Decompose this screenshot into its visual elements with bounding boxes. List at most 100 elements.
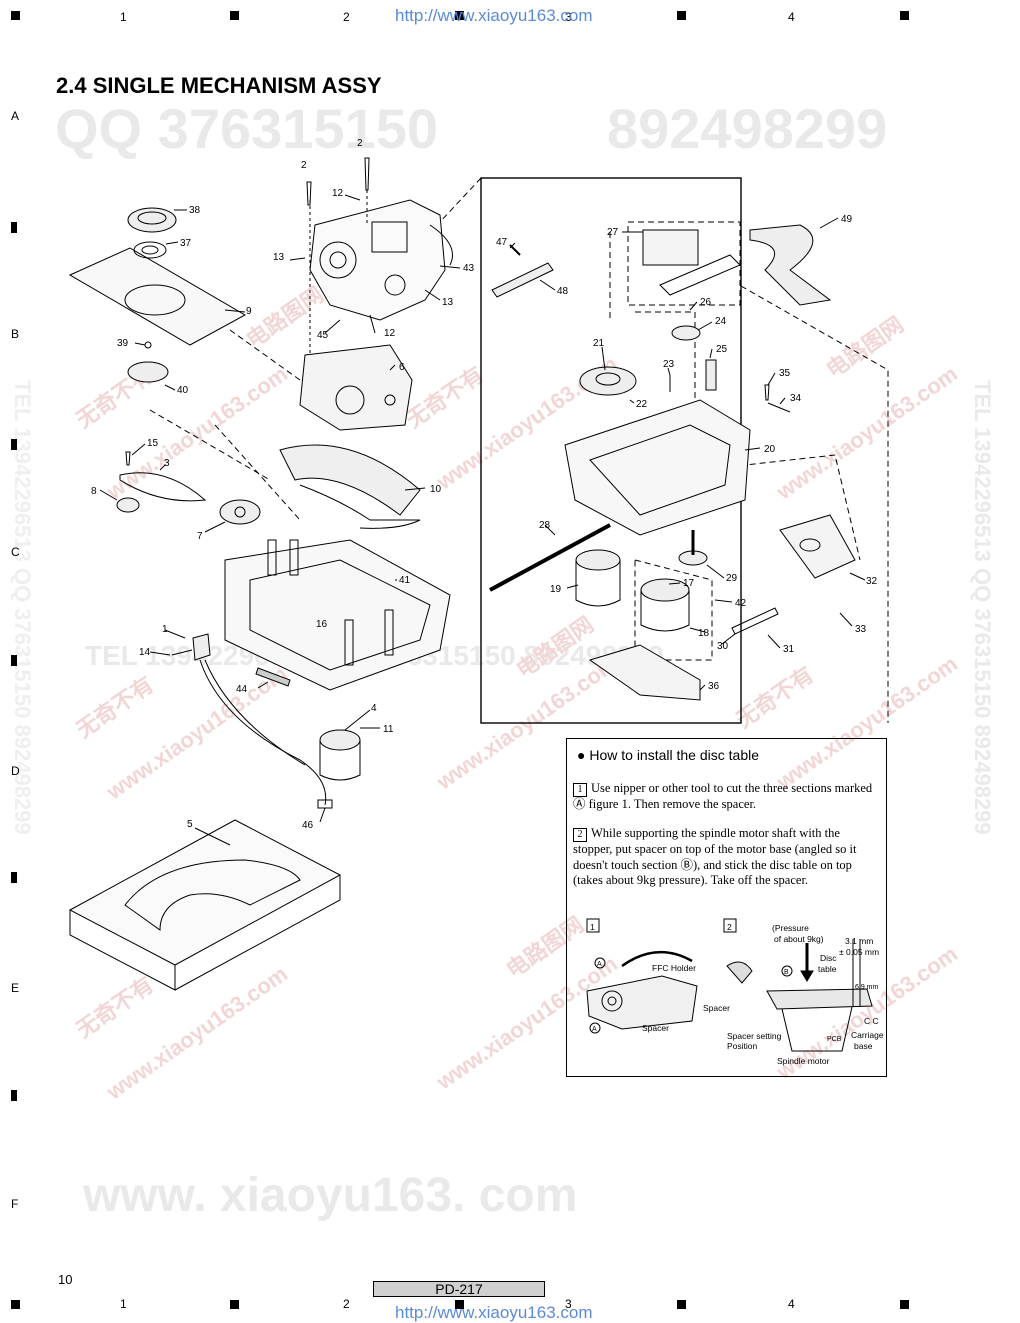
label-spacer-setting: Spacer setting xyxy=(727,1031,782,1041)
flex-cable xyxy=(429,224,453,266)
pickup-27 xyxy=(642,229,699,266)
row-letter: D xyxy=(11,764,20,778)
frame-mark xyxy=(900,11,909,20)
part-number-43: 43 xyxy=(463,263,475,274)
gear xyxy=(329,251,347,269)
label-spacer: Spacer xyxy=(642,1023,669,1033)
ribbon-44 xyxy=(255,667,291,687)
column-number: 1 xyxy=(120,1297,127,1311)
part-number-22: 22 xyxy=(636,399,648,410)
fig-label: 2 xyxy=(727,922,732,932)
frame-mark xyxy=(455,11,464,20)
section-title: 2.4 SINGLE MECHANISM ASSY xyxy=(56,73,382,98)
fig-label: 1 xyxy=(590,922,595,932)
part-number-36: 36 xyxy=(708,681,720,692)
disc-clamp xyxy=(127,207,177,233)
screw-35 xyxy=(764,384,770,401)
motor-18 xyxy=(640,578,690,602)
column-number: 4 xyxy=(788,1297,795,1311)
part-number-19: 19 xyxy=(550,584,562,595)
part-number-26: 26 xyxy=(700,297,712,308)
row-letter: A xyxy=(11,109,20,123)
guide-shaft-28 xyxy=(489,523,611,592)
guide-48 xyxy=(491,262,554,298)
column-number: 3 xyxy=(565,10,572,24)
screw-34 xyxy=(767,402,791,413)
column-number: 3 xyxy=(565,1297,572,1311)
frame-mark xyxy=(11,222,17,233)
part-number-31: 31 xyxy=(783,644,795,655)
page-number: 10 xyxy=(58,1272,73,1287)
part-number-27: 27 xyxy=(607,227,619,238)
part-number-1: 1 xyxy=(162,624,168,635)
tray xyxy=(68,247,247,346)
column-number: 1 xyxy=(120,10,127,24)
bullet-icon: ● xyxy=(577,747,590,763)
gear-24 xyxy=(671,325,701,341)
turntable xyxy=(127,361,169,383)
part-number-20: 20 xyxy=(764,444,776,455)
step-text: While supporting the spindle motor shaft… xyxy=(573,826,857,887)
frame-mark xyxy=(11,655,17,666)
part-number-39: 39 xyxy=(117,338,129,349)
screw xyxy=(125,451,131,466)
shaft-25 xyxy=(705,359,717,391)
part-number-33: 33 xyxy=(855,624,867,635)
part-number-6: 6 xyxy=(399,362,405,373)
label-ffc-holder: FFC Holder xyxy=(652,963,696,973)
frame-mark xyxy=(11,872,17,883)
footer-url[interactable]: http://www.xiaoyu163.com xyxy=(395,1303,593,1322)
column-number: 4 xyxy=(788,10,795,24)
screw xyxy=(306,181,312,206)
traverse-mechanism xyxy=(309,199,446,321)
leader-dashed xyxy=(439,177,482,223)
row-letter: B xyxy=(11,327,20,341)
label-pressure: (Pressure xyxy=(772,923,809,933)
label-disc-table: table xyxy=(818,964,837,974)
leader-dashed xyxy=(740,285,889,723)
part-number-13: 13 xyxy=(273,252,285,263)
label-spindle-motor: Spindle motor xyxy=(777,1056,830,1066)
mark-a: A xyxy=(592,1026,597,1033)
label-carriage: Carriage xyxy=(851,1030,884,1040)
part-number-42: 42 xyxy=(735,598,747,609)
model-number: PD-217 xyxy=(373,1281,545,1297)
part-number-12: 12 xyxy=(384,328,396,339)
part-number-46: 46 xyxy=(302,820,314,831)
step-number: 2 xyxy=(573,828,587,842)
screw xyxy=(364,157,370,191)
part-number-29: 29 xyxy=(726,573,738,584)
part-number-49: 49 xyxy=(841,214,853,225)
frame-mark xyxy=(11,439,17,450)
leader-dashed xyxy=(229,329,301,381)
frame-mark xyxy=(677,1300,686,1309)
column-number: 2 xyxy=(343,10,350,24)
part-number-45: 45 xyxy=(317,330,329,341)
header-url[interactable]: http://www.xiaoyu163.com xyxy=(395,6,593,25)
part-number-37: 37 xyxy=(180,238,192,249)
part-number-13: 13 xyxy=(442,297,454,308)
instructions-title-text: How to install the disc table xyxy=(589,747,759,763)
label-dimension: 6.9 mm xyxy=(855,984,879,991)
part-number-24: 24 xyxy=(715,316,727,327)
leader-dashed xyxy=(634,559,713,661)
frame-mark xyxy=(11,1300,20,1309)
part-number-18: 18 xyxy=(698,628,710,639)
mech-base-20 xyxy=(564,399,751,536)
label-spacer: Spacer xyxy=(703,1003,730,1013)
label-spacer-setting: Position xyxy=(727,1041,758,1051)
magnet xyxy=(133,241,167,259)
part-number-3: 3 xyxy=(164,458,170,469)
part-number-41: 41 xyxy=(399,575,411,586)
part-number-11: 11 xyxy=(383,724,394,735)
pcb-36 xyxy=(588,644,701,701)
leader-dashed xyxy=(627,221,741,306)
mark-b: B xyxy=(784,969,789,976)
part-number-10: 10 xyxy=(430,484,442,495)
part-number-48: 48 xyxy=(557,286,569,297)
part-number-44: 44 xyxy=(236,684,248,695)
part-number-23: 23 xyxy=(663,359,675,370)
